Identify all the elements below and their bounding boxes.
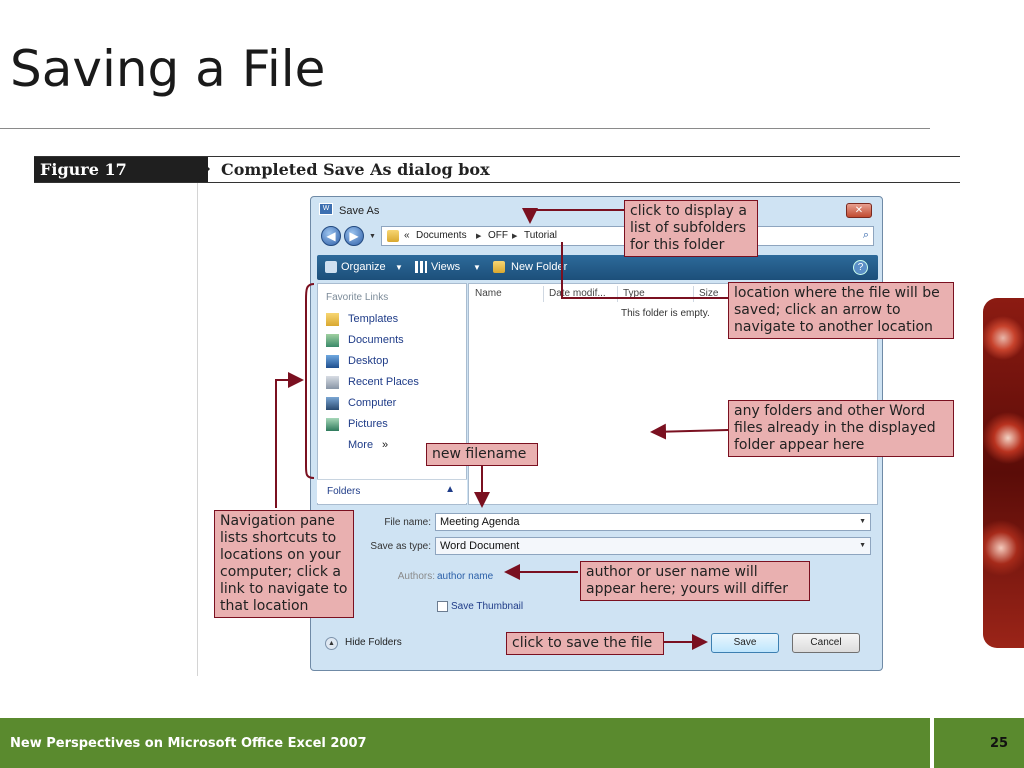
- column-divider[interactable]: [617, 286, 618, 302]
- folders-bar[interactable]: Folders ▲: [317, 479, 467, 503]
- figure-bottom-rule: [34, 182, 960, 183]
- column-header-date-modified[interactable]: Date modif...: [549, 288, 606, 299]
- callout-subfolders: click to display a list of subfolders fo…: [624, 200, 758, 257]
- word-app-icon: W: [319, 203, 333, 215]
- navigation-pane: Favorite Links Templates Documents Deskt…: [317, 283, 467, 505]
- nav-link-label: Desktop: [348, 355, 389, 367]
- file-name-input[interactable]: Meeting Agenda ▼: [435, 513, 871, 531]
- search-icon[interactable]: ⌕: [862, 229, 869, 241]
- address-part-off[interactable]: OFF: [488, 230, 508, 241]
- organize-button[interactable]: Organize: [341, 261, 386, 273]
- hide-folders-label: Hide Folders: [345, 637, 402, 648]
- documents-icon: [326, 334, 339, 347]
- arrow-location: [561, 242, 728, 299]
- nav-link-label: Pictures: [348, 418, 388, 430]
- file-name-value: Meeting Agenda: [440, 516, 520, 528]
- address-part-tutorial[interactable]: Tutorial: [524, 230, 557, 241]
- nav-link-label: Templates: [348, 313, 399, 325]
- title-divider: [0, 128, 930, 129]
- callout-save: click to save the file: [506, 632, 664, 655]
- footer-text: New Perspectives on Microsoft Office Exc…: [10, 736, 367, 751]
- help-icon[interactable]: ?: [853, 260, 868, 275]
- cancel-button[interactable]: Cancel: [792, 633, 860, 653]
- pictures-icon: [326, 418, 339, 431]
- bracket-nav-pane: [305, 283, 315, 479]
- dialog-toolbar: Organize ▼ Views ▼ New Folder ?: [317, 255, 878, 280]
- footer-bar: [0, 718, 1024, 768]
- decorative-image: [983, 298, 1024, 648]
- views-icon: [415, 261, 427, 273]
- save-thumbnail-label[interactable]: Save Thumbnail: [451, 601, 524, 612]
- folder-icon: [326, 313, 339, 326]
- views-dropdown-icon[interactable]: ▼: [473, 263, 481, 272]
- empty-folder-message: This folder is empty.: [621, 308, 710, 319]
- dialog-title: Save As: [339, 205, 380, 217]
- new-folder-button[interactable]: New Folder: [511, 261, 568, 273]
- figure-top-rule: [34, 156, 960, 157]
- column-divider[interactable]: [543, 286, 544, 302]
- nav-link-label: Documents: [348, 334, 404, 346]
- footer-page-box: [934, 718, 1024, 768]
- column-header-size[interactable]: Size: [699, 288, 719, 299]
- arrow-folders-files: [650, 423, 729, 440]
- address-part-documents[interactable]: Documents: [416, 230, 467, 241]
- more-chevron-icon: »: [382, 439, 389, 451]
- nav-link-label: Recent Places: [348, 376, 419, 388]
- favorite-links-header: Favorite Links: [326, 292, 389, 303]
- figure-left-column: [34, 182, 198, 676]
- new-folder-icon: [493, 261, 505, 273]
- callout-nav-pane: Navigation pane lists shortcuts to locat…: [214, 510, 354, 618]
- views-button[interactable]: Views: [431, 261, 461, 273]
- chevron-down-icon[interactable]: ▼: [859, 518, 866, 525]
- nav-link-label: Computer: [348, 397, 397, 409]
- authors-label: Authors:: [397, 571, 435, 582]
- organize-dropdown-icon[interactable]: ▼: [395, 263, 403, 272]
- chevron-up-icon: ▲: [325, 637, 338, 650]
- column-header-name[interactable]: Name: [475, 288, 502, 299]
- address-separator-arrow-icon[interactable]: ▶: [512, 233, 518, 240]
- callout-new-filename: new filename: [426, 443, 538, 466]
- recent-places-icon: [326, 376, 339, 389]
- callout-location: location where the file will be saved; c…: [728, 282, 954, 339]
- arrow-subfolders: [522, 208, 624, 224]
- save-as-type-select[interactable]: Word Document ▼: [435, 537, 871, 555]
- file-name-label: File name:: [384, 517, 431, 528]
- folder-icon: [387, 230, 399, 242]
- desktop-icon: [326, 355, 339, 368]
- back-arrow-icon[interactable]: ◀: [321, 226, 341, 246]
- dialog-titlebar: W Save As ✕: [311, 197, 882, 221]
- save-button[interactable]: Save: [711, 633, 779, 653]
- callout-author: author or user name will appear here; yo…: [580, 561, 810, 601]
- address-separator-arrow-icon[interactable]: ▶: [476, 233, 482, 240]
- chevron-down-icon[interactable]: ▼: [859, 542, 866, 549]
- callout-folders-files: any folders and other Word files already…: [728, 400, 954, 457]
- computer-icon: [326, 397, 339, 410]
- column-header-type[interactable]: Type: [623, 288, 645, 299]
- forward-arrow-icon[interactable]: ▶: [344, 226, 364, 246]
- save-as-type-value: Word Document: [440, 540, 520, 552]
- organize-icon: [325, 261, 337, 273]
- close-button[interactable]: ✕: [846, 203, 872, 218]
- address-overflow[interactable]: «: [404, 230, 410, 241]
- figure-label: Figure 17: [34, 157, 208, 182]
- save-as-type-label: Save as type:: [370, 541, 431, 552]
- history-dropdown-icon[interactable]: ▼: [369, 233, 376, 240]
- figure-caption: Completed Save As dialog box: [221, 160, 490, 179]
- chevron-up-icon[interactable]: ▲: [445, 484, 455, 495]
- arrow-nav-pane: [275, 372, 304, 508]
- folders-label: Folders: [327, 486, 361, 497]
- column-divider[interactable]: [693, 286, 694, 302]
- figure-label-arrow: [198, 157, 210, 181]
- authors-field[interactable]: author name: [437, 571, 494, 582]
- save-thumbnail-checkbox[interactable]: [437, 601, 448, 612]
- slide-title: Saving a File: [10, 40, 326, 98]
- page-number: 25: [990, 736, 1009, 751]
- more-label: More: [348, 439, 374, 451]
